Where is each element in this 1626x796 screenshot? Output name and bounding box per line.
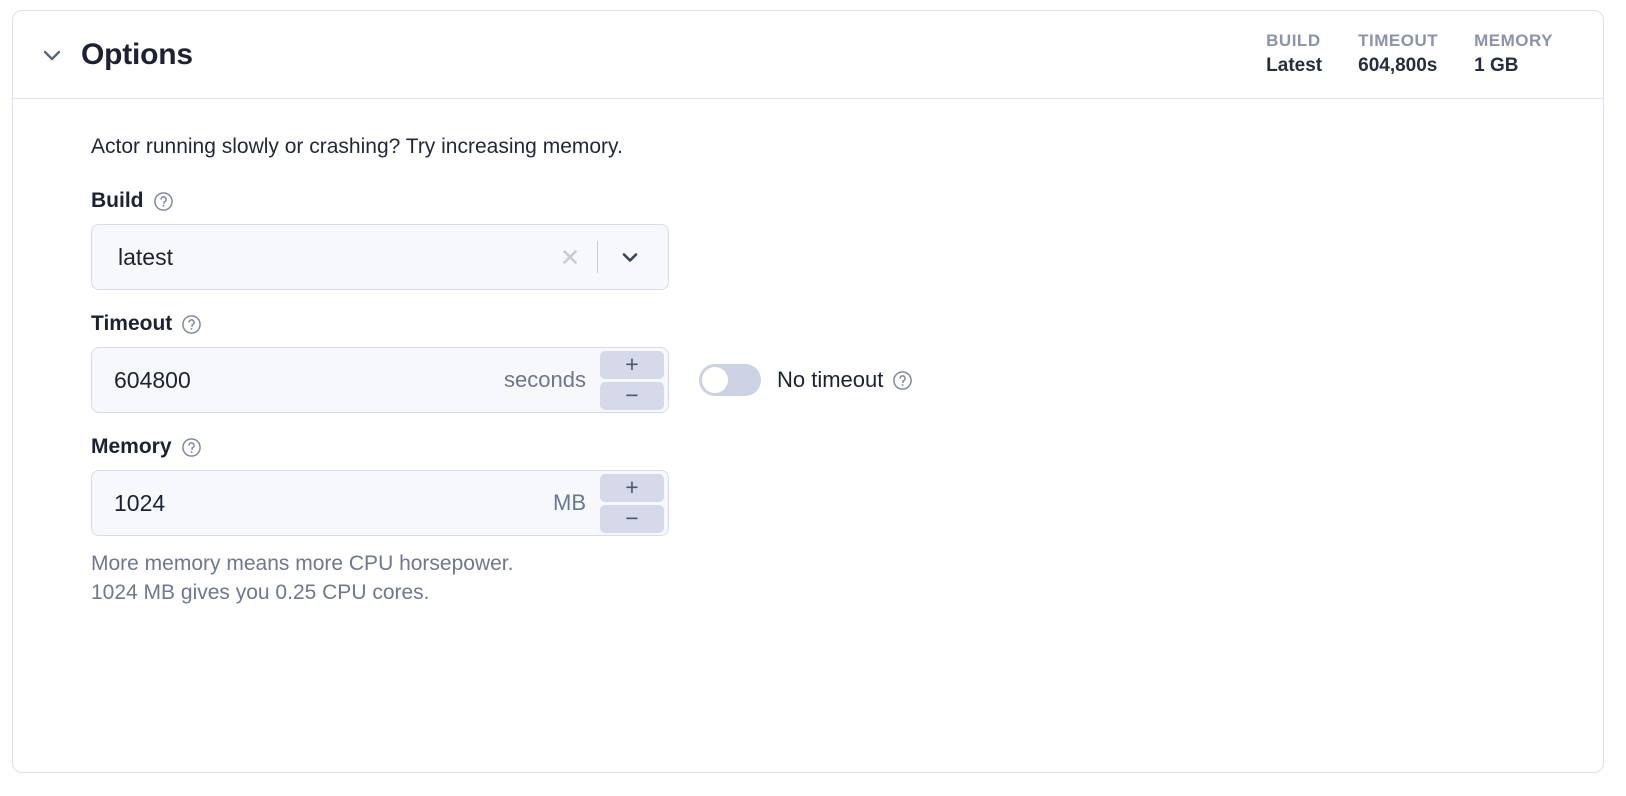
build-label: Build bbox=[91, 189, 144, 212]
timeout-increment-button[interactable]: + bbox=[600, 350, 664, 379]
chevron-down-icon[interactable] bbox=[39, 42, 65, 68]
memory-stepper: + − bbox=[600, 473, 668, 533]
page-title: Options bbox=[81, 37, 193, 71]
memory-decrement-label: − bbox=[625, 505, 639, 531]
chevron-down-icon[interactable] bbox=[614, 242, 646, 272]
intro-text: Actor running slowly or crashing? Try in… bbox=[91, 135, 623, 158]
stat-memory: MEMORY 1 GB bbox=[1474, 30, 1553, 78]
memory-hint-line-1: More memory means more CPU horsepower. bbox=[91, 552, 514, 575]
stat-timeout-label: TIMEOUT bbox=[1358, 31, 1439, 51]
stat-timeout: TIMEOUT 604,800s bbox=[1358, 30, 1438, 78]
no-timeout-toggle[interactable] bbox=[699, 364, 761, 396]
timeout-stepper: + − bbox=[600, 350, 668, 410]
help-circle-icon[interactable] bbox=[153, 191, 174, 212]
no-timeout-label-row: No timeout bbox=[777, 367, 913, 393]
stat-memory-value: 1 GB bbox=[1474, 55, 1519, 77]
no-timeout-label: No timeout bbox=[777, 367, 884, 392]
timeout-label-row: Timeout bbox=[91, 312, 1575, 336]
help-circle-icon[interactable] bbox=[181, 314, 202, 335]
timeout-row: 604800 seconds + − No timeout bbox=[91, 347, 1575, 413]
close-icon[interactable] bbox=[555, 242, 585, 272]
memory-input-wrapper[interactable]: 1024 MB + − bbox=[91, 470, 669, 536]
panel-header-left: Options bbox=[39, 38, 1266, 72]
stat-memory-label: MEMORY bbox=[1474, 31, 1553, 51]
memory-increment-label: + bbox=[625, 474, 639, 500]
memory-label: Memory bbox=[91, 435, 172, 458]
memory-label-row: Memory bbox=[91, 435, 1575, 459]
timeout-unit: seconds bbox=[504, 367, 586, 392]
help-circle-icon[interactable] bbox=[892, 370, 913, 391]
timeout-input[interactable]: 604800 bbox=[114, 366, 191, 393]
memory-hint: More memory means more CPU horsepower. 1… bbox=[91, 550, 1575, 608]
memory-decrement-button[interactable]: − bbox=[600, 504, 664, 533]
build-select-value: latest bbox=[118, 243, 173, 270]
no-timeout-toggle-knob bbox=[702, 367, 728, 393]
timeout-label: Timeout bbox=[91, 312, 173, 335]
stat-timeout-value: 604,800s bbox=[1358, 55, 1438, 77]
header-stats: BUILD Latest TIMEOUT 604,800s MEMORY 1 G… bbox=[1266, 30, 1575, 78]
build-select[interactable]: latest bbox=[91, 224, 669, 290]
help-circle-icon[interactable] bbox=[181, 437, 202, 458]
memory-hint-line-2: 1024 MB gives you 0.25 CPU cores. bbox=[91, 580, 430, 604]
memory-unit: MB bbox=[553, 490, 586, 515]
options-panel: Options BUILD Latest TIMEOUT 604,800s ME… bbox=[12, 10, 1604, 773]
memory-input[interactable]: 1024 bbox=[114, 489, 166, 516]
options-panel-body: Actor running slowly or crashing? Try in… bbox=[13, 99, 1603, 608]
timeout-decrement-label: − bbox=[625, 382, 639, 408]
stat-build-label: BUILD bbox=[1266, 31, 1321, 51]
stat-build-value: Latest bbox=[1266, 55, 1323, 77]
divider bbox=[597, 241, 598, 273]
memory-increment-button[interactable]: + bbox=[600, 473, 664, 502]
stat-build: BUILD Latest bbox=[1266, 30, 1322, 78]
no-timeout-group: No timeout bbox=[699, 364, 913, 396]
timeout-increment-label: + bbox=[625, 351, 639, 377]
build-label-row: Build bbox=[91, 189, 1575, 213]
timeout-decrement-button[interactable]: − bbox=[600, 381, 664, 410]
options-panel-header: Options BUILD Latest TIMEOUT 604,800s ME… bbox=[13, 11, 1603, 99]
timeout-input-wrapper[interactable]: 604800 seconds + − bbox=[91, 347, 669, 413]
